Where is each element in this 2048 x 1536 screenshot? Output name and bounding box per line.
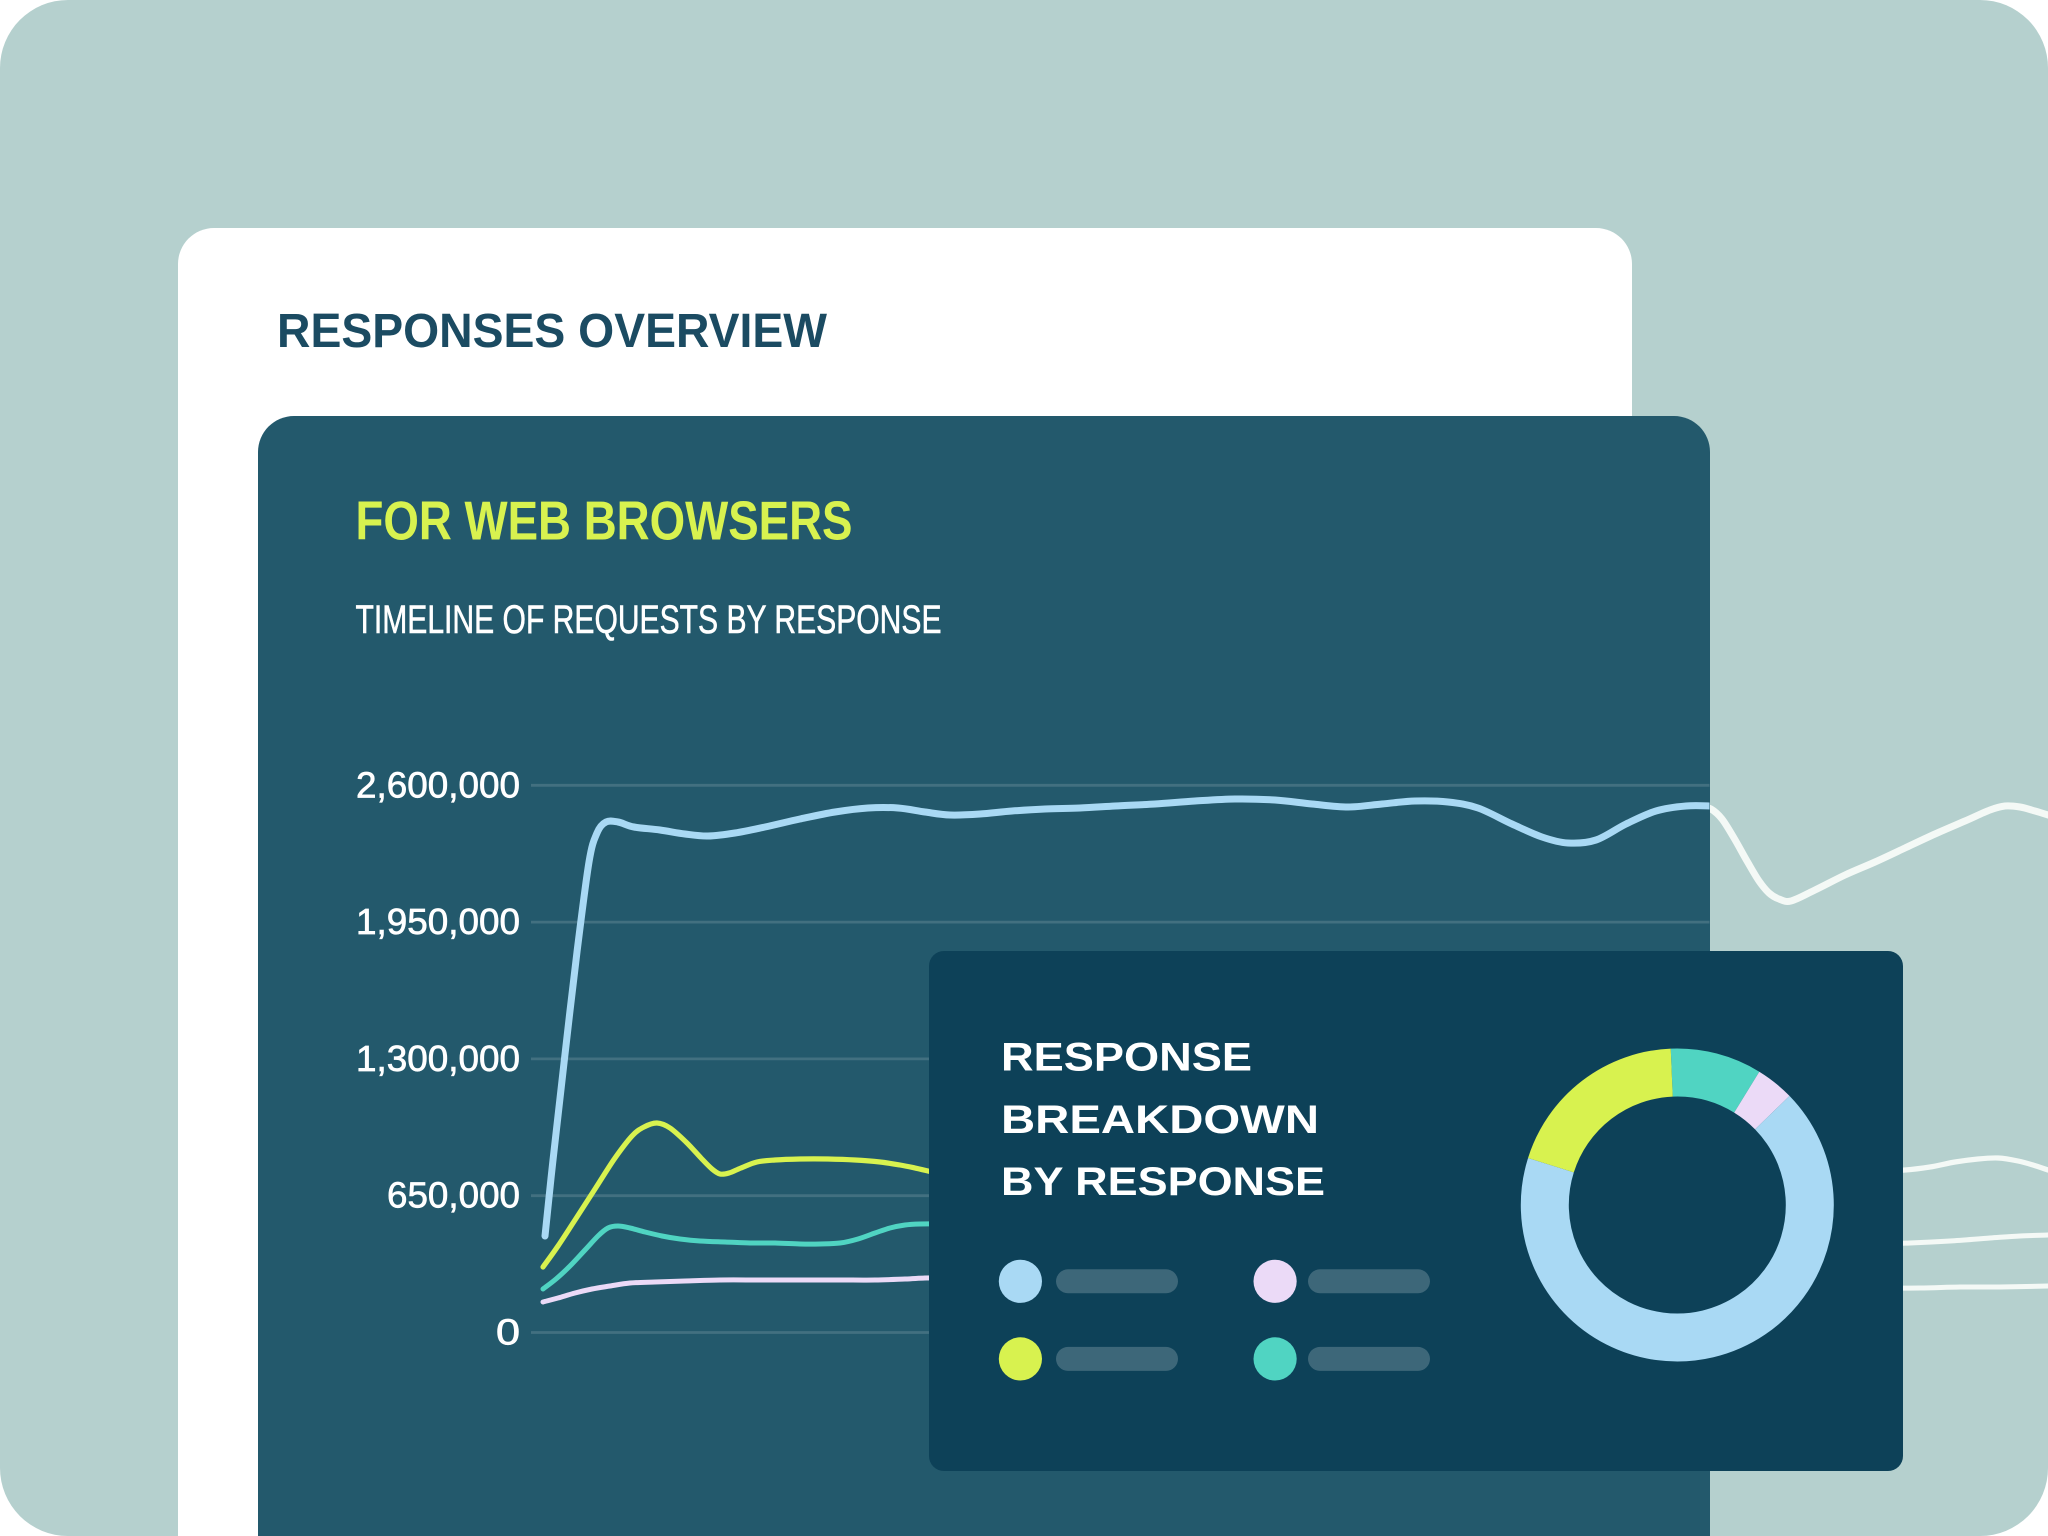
svg-text:TIMELINE OF REQUESTS BY RESPON: TIMELINE OF REQUESTS BY RESPONSE — [356, 598, 942, 642]
svg-text:RESPONSES OVERVIEW: RESPONSES OVERVIEW — [277, 305, 828, 358]
svg-text:1,300,000: 1,300,000 — [356, 1038, 520, 1079]
svg-text:2,600,000: 2,600,000 — [356, 764, 520, 805]
svg-text:FOR WEB BROWSERS: FOR WEB BROWSERS — [356, 490, 853, 552]
svg-text:1,950,000: 1,950,000 — [356, 901, 520, 942]
svg-text:650,000: 650,000 — [387, 1175, 520, 1216]
svg-text:BREAKDOWN: BREAKDOWN — [1001, 1098, 1319, 1142]
svg-text:0: 0 — [496, 1312, 520, 1353]
svg-text:RESPONSE: RESPONSE — [1001, 1036, 1252, 1080]
svg-text:BY RESPONSE: BY RESPONSE — [1001, 1160, 1325, 1204]
